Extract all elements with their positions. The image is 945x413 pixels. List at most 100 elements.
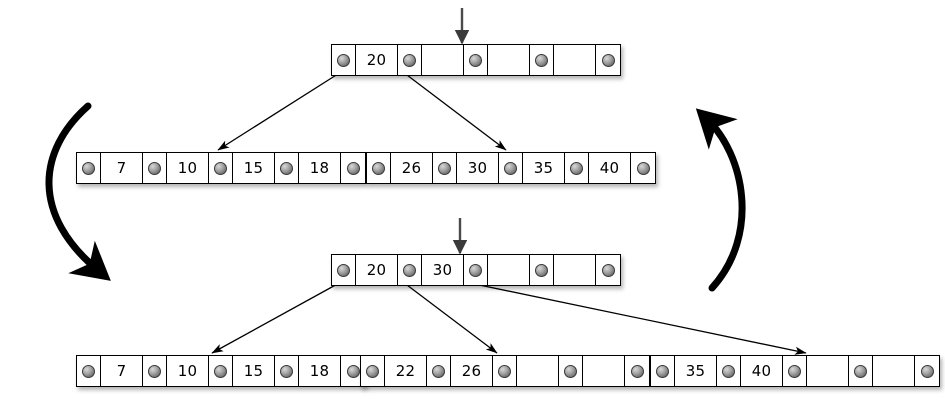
pointer-dot-icon bbox=[498, 364, 511, 378]
key-cell bbox=[488, 45, 530, 75]
key-cell bbox=[873, 356, 915, 386]
pointer-cell bbox=[332, 45, 356, 75]
pointer-dot-icon bbox=[346, 364, 360, 378]
root-after-to-right-leaf bbox=[464, 281, 807, 355]
flow-arrow-left bbox=[45, 102, 111, 281]
pointer-dot-icon bbox=[438, 161, 451, 175]
pointer-cell bbox=[143, 356, 167, 386]
key-cell: 15 bbox=[233, 356, 275, 386]
pointer-dot-icon bbox=[403, 53, 416, 67]
key-cell bbox=[583, 356, 625, 386]
pointer-cell bbox=[275, 356, 299, 386]
pointer-dot-icon bbox=[854, 364, 867, 378]
pointer-cell bbox=[464, 255, 488, 285]
pointer-dot-icon bbox=[722, 364, 735, 378]
pointer-cell bbox=[783, 356, 807, 386]
pointer-cell bbox=[464, 45, 488, 75]
pointer-cell bbox=[530, 255, 554, 285]
key-cell: 7 bbox=[101, 356, 143, 386]
key-cell bbox=[488, 255, 530, 285]
pointer-cell bbox=[565, 153, 589, 183]
leaf-node-before-right: 26 30 35 40 bbox=[366, 152, 656, 184]
key-cell bbox=[807, 356, 849, 386]
pointer-dot-icon bbox=[504, 161, 517, 175]
key-cell: 40 bbox=[589, 153, 631, 183]
key-cell: 40 bbox=[741, 356, 783, 386]
pointer-dot-icon bbox=[214, 364, 227, 378]
pointer-dot-icon bbox=[366, 364, 379, 378]
pointer-dot-icon bbox=[630, 364, 644, 378]
pointer-cell bbox=[915, 356, 939, 386]
key-cell: 35 bbox=[523, 153, 565, 183]
key-cell: 30 bbox=[422, 255, 464, 285]
leaf-node-after-middle: 22 26 bbox=[360, 355, 650, 387]
pointer-dot-icon bbox=[372, 161, 385, 175]
pointer-cell bbox=[625, 356, 649, 386]
root-after-to-left-leaf bbox=[211, 281, 342, 354]
pointer-dot-icon bbox=[788, 364, 801, 378]
pointer-dot-icon bbox=[148, 364, 161, 378]
root-before-to-right-leaf bbox=[402, 71, 507, 151]
root-after-to-middle-leaf bbox=[402, 281, 498, 354]
pointer-dot-icon bbox=[920, 364, 934, 378]
pointer-cell bbox=[398, 255, 422, 285]
pointer-dot-icon bbox=[535, 263, 548, 277]
key-cell: 22 bbox=[385, 356, 427, 386]
pointer-cell bbox=[596, 45, 620, 75]
key-cell bbox=[517, 356, 559, 386]
key-cell bbox=[554, 255, 596, 285]
key-cell: 26 bbox=[391, 153, 433, 183]
pointer-cell bbox=[143, 153, 167, 183]
key-cell: 20 bbox=[356, 45, 398, 75]
key-cell bbox=[554, 45, 596, 75]
pointer-dot-icon bbox=[337, 53, 350, 67]
key-cell: 26 bbox=[451, 356, 493, 386]
pointer-cell bbox=[209, 153, 233, 183]
root-node-before: 20 bbox=[331, 44, 621, 76]
key-cell: 35 bbox=[675, 356, 717, 386]
pointer-dot-icon bbox=[564, 364, 577, 378]
key-cell: 20 bbox=[356, 255, 398, 285]
pointer-dot-icon bbox=[280, 364, 293, 378]
pointer-cell bbox=[209, 356, 233, 386]
pointer-dot-icon bbox=[469, 53, 482, 67]
pointer-cell bbox=[530, 45, 554, 75]
pointer-cell bbox=[398, 45, 422, 75]
root-before-to-left-leaf bbox=[217, 71, 342, 151]
pointer-dot-icon bbox=[601, 263, 615, 277]
pointer-cell bbox=[631, 153, 655, 183]
pointer-dot-icon bbox=[601, 53, 615, 67]
pointer-dot-icon bbox=[214, 161, 227, 175]
key-cell: 10 bbox=[167, 356, 209, 386]
pointer-dot-icon bbox=[535, 53, 548, 67]
pointer-dot-icon bbox=[148, 161, 161, 175]
pointer-cell bbox=[332, 255, 356, 285]
pointer-cell bbox=[361, 356, 385, 386]
pointer-cell bbox=[499, 153, 523, 183]
pointer-connectors bbox=[211, 71, 807, 355]
pointer-cell bbox=[341, 153, 365, 183]
pointer-cell bbox=[559, 356, 583, 386]
pointer-cell bbox=[849, 356, 873, 386]
pointer-cell bbox=[275, 153, 299, 183]
pointer-cell bbox=[433, 153, 457, 183]
pointer-cell bbox=[427, 356, 451, 386]
pointer-cell bbox=[77, 356, 101, 386]
pointer-cell bbox=[493, 356, 517, 386]
key-cell: 30 bbox=[457, 153, 499, 183]
pointer-dot-icon bbox=[636, 161, 650, 175]
pointer-dot-icon bbox=[403, 263, 416, 277]
pointer-cell bbox=[596, 255, 620, 285]
pointer-dot-icon bbox=[337, 263, 350, 277]
key-cell: 15 bbox=[233, 153, 275, 183]
pointer-dot-icon bbox=[656, 364, 669, 378]
key-cell: 18 bbox=[299, 153, 341, 183]
key-cell bbox=[422, 45, 464, 75]
pointer-cell bbox=[651, 356, 675, 386]
flow-arrow-right bbox=[695, 108, 746, 292]
pointer-dot-icon bbox=[570, 161, 583, 175]
